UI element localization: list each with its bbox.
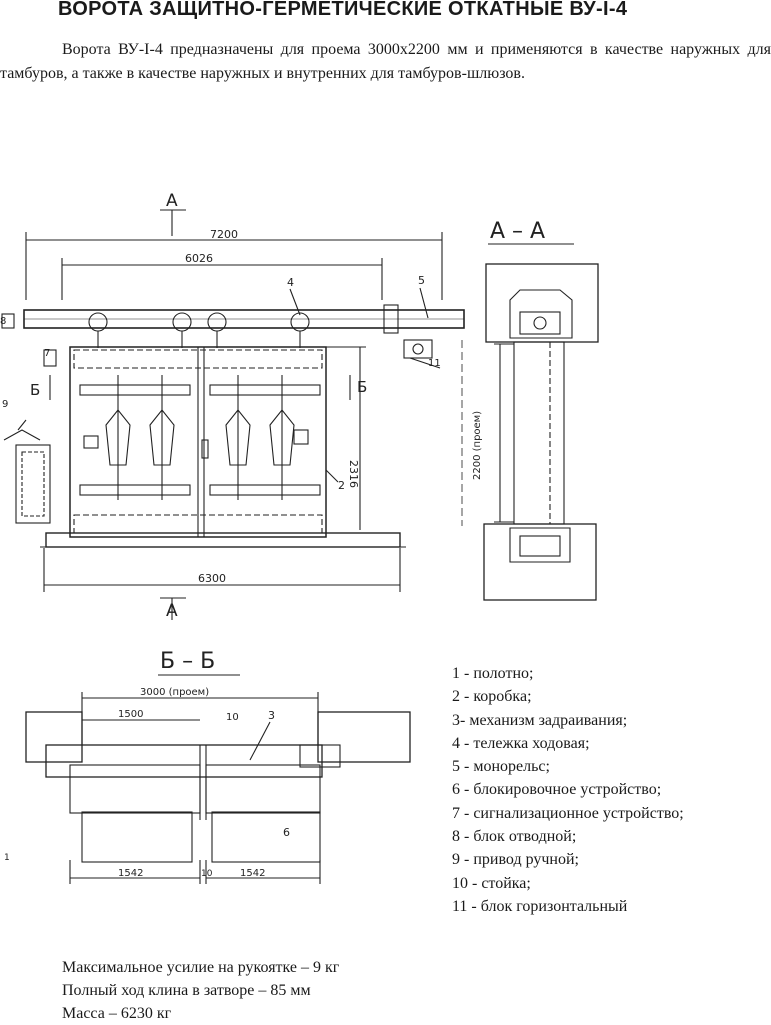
legend-item: 2 - коробка; xyxy=(452,688,532,706)
dim-base-length: 6300 xyxy=(198,572,226,585)
legend-item: 5 - монорельс; xyxy=(452,758,550,776)
dim-height: 2316 xyxy=(347,460,360,488)
dim-overall-length: 7200 xyxy=(210,228,238,241)
callout-8: 8 xyxy=(0,316,6,327)
legend-item: 7 - сигнализационное устройство; xyxy=(452,804,684,822)
section-aa-view: А – А 2200 (проем) xyxy=(461,219,599,601)
callout-4: 4 xyxy=(287,276,294,289)
legend-item: 10 - стойка; xyxy=(452,874,531,892)
dim-opening-width: 3000 (проем) xyxy=(140,687,209,698)
section-aa-title: А – А xyxy=(490,219,545,244)
intro-text: Ворота ВУ-I-4 предназначены для проема 3… xyxy=(0,41,771,82)
callout-9: 9 xyxy=(2,399,8,410)
spec-mass: Масса – 6230 кг xyxy=(62,1005,172,1022)
callout-2: 2 xyxy=(338,479,345,492)
legend-item: 6 - блокировочное устройство; xyxy=(452,781,662,799)
callout-1: 1 xyxy=(4,853,10,863)
dim-bottom-mid: 10 xyxy=(201,869,213,879)
section-b-marker-left: Б xyxy=(30,381,40,399)
main-elevation-view: А 7200 6026 4 5 8 11 xyxy=(0,191,465,621)
dim-rail-span: 6026 xyxy=(185,252,213,265)
specs-list: Максимальное усилие на рукоятке – 9 кг П… xyxy=(62,956,339,1025)
section-b-marker-right: Б xyxy=(357,378,367,396)
callout-6: 6 xyxy=(283,826,290,839)
callout-7: 7 xyxy=(44,348,50,359)
legend-item: 9 - привод ручной; xyxy=(452,851,579,869)
section-a-marker-bottom: А xyxy=(166,601,178,621)
legend-item: 8 - блок отводной; xyxy=(452,828,577,846)
dim-bottom-left: 1542 xyxy=(118,868,143,879)
legend-item: 3- механизм задраивания; xyxy=(452,711,628,729)
callout-11: 11 xyxy=(428,358,441,369)
callout-3: 3 xyxy=(268,709,275,722)
dim-opening-height: 2200 (проем) xyxy=(472,411,483,480)
callout-10-top: 10 xyxy=(226,712,239,723)
legend-item: 11 - блок горизонтальный xyxy=(452,897,628,915)
spec-wedge-travel: Полный ход клина в затворе – 85 мм xyxy=(62,982,311,999)
callout-5: 5 xyxy=(418,274,425,287)
spec-max-force: Максимальное усилие на рукоятке – 9 кг xyxy=(62,959,340,976)
dim-bottom-right: 1542 xyxy=(240,868,265,879)
section-bb-view: Б – Б 3000 (проем) 1500 10 3 xyxy=(4,649,411,884)
document-title: ВОРОТА ЗАЩИТНО-ГЕРМЕТИЧЕСКИЕ ОТКАТНЫЕ ВУ… xyxy=(58,0,628,20)
legend-list: 1 - полотно; 2 - коробка; 3- механизм за… xyxy=(452,662,684,918)
legend-item: 4 - тележка ходовая; xyxy=(452,734,590,752)
dim-half-width: 1500 xyxy=(118,709,143,720)
intro-paragraph: Ворота ВУ-I-4 предназначены для проема 3… xyxy=(0,38,771,86)
section-bb-title: Б – Б xyxy=(160,649,215,674)
legend-item: 1 - полотно; xyxy=(452,665,534,682)
section-a-marker-top: А xyxy=(166,191,178,211)
